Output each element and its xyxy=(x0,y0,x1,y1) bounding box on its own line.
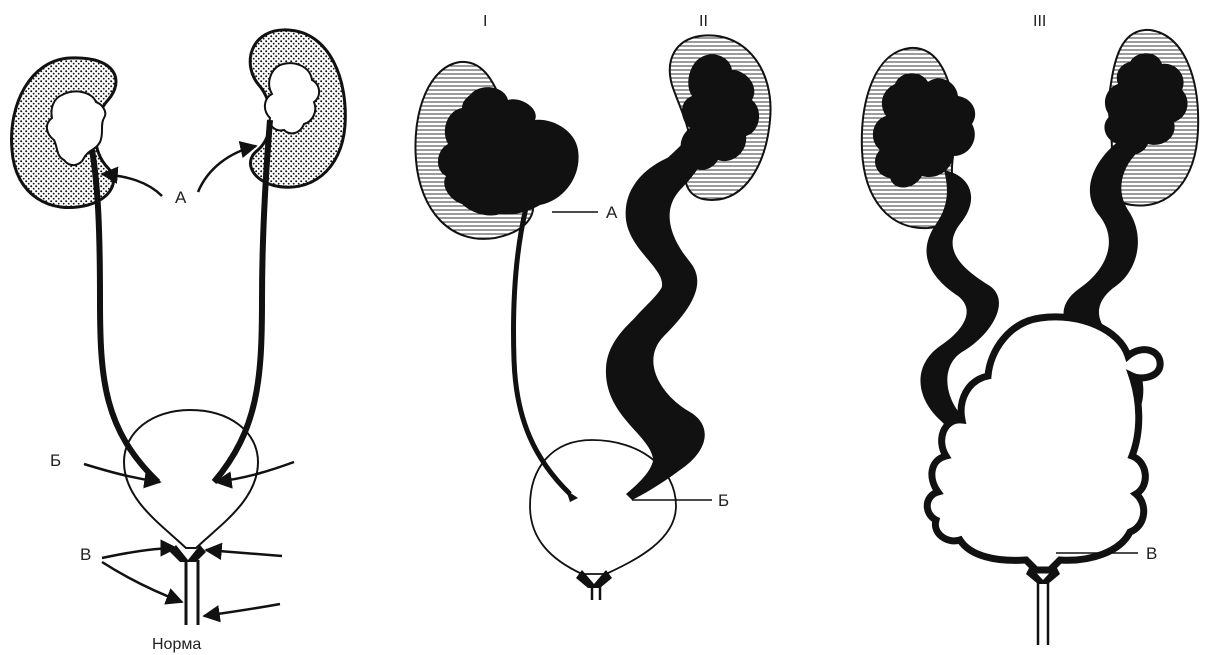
normal-arrow-v-1 xyxy=(102,548,176,558)
label-v-grade3: В xyxy=(1146,545,1157,562)
normal-system xyxy=(12,30,346,625)
label-a-grade1: А xyxy=(606,204,617,221)
label-roman-2: II xyxy=(699,14,708,30)
label-a-normal: А xyxy=(175,189,186,206)
grade-1-2-system xyxy=(415,35,770,600)
grade12-bladder xyxy=(530,440,676,574)
normal-arrow-a-right xyxy=(198,146,256,192)
caption-normal: Норма xyxy=(152,637,201,653)
grade1-ureter-orifice xyxy=(566,490,578,502)
label-roman-1: I xyxy=(483,14,487,30)
grade1-left-ureter xyxy=(514,208,571,494)
label-b-normal: Б xyxy=(50,452,61,469)
normal-arrow-v-2 xyxy=(102,562,182,602)
normal-arrow-v-3 xyxy=(206,550,282,556)
grade12-bladder-neck xyxy=(576,570,612,588)
label-v-normal: В xyxy=(80,546,91,563)
label-b-grade2: Б xyxy=(718,492,729,509)
grade3-left-pelvis xyxy=(873,73,975,187)
normal-arrow-v-4 xyxy=(204,604,280,616)
label-roman-3: III xyxy=(1033,14,1046,30)
grade3-bladder-wall xyxy=(927,317,1160,570)
